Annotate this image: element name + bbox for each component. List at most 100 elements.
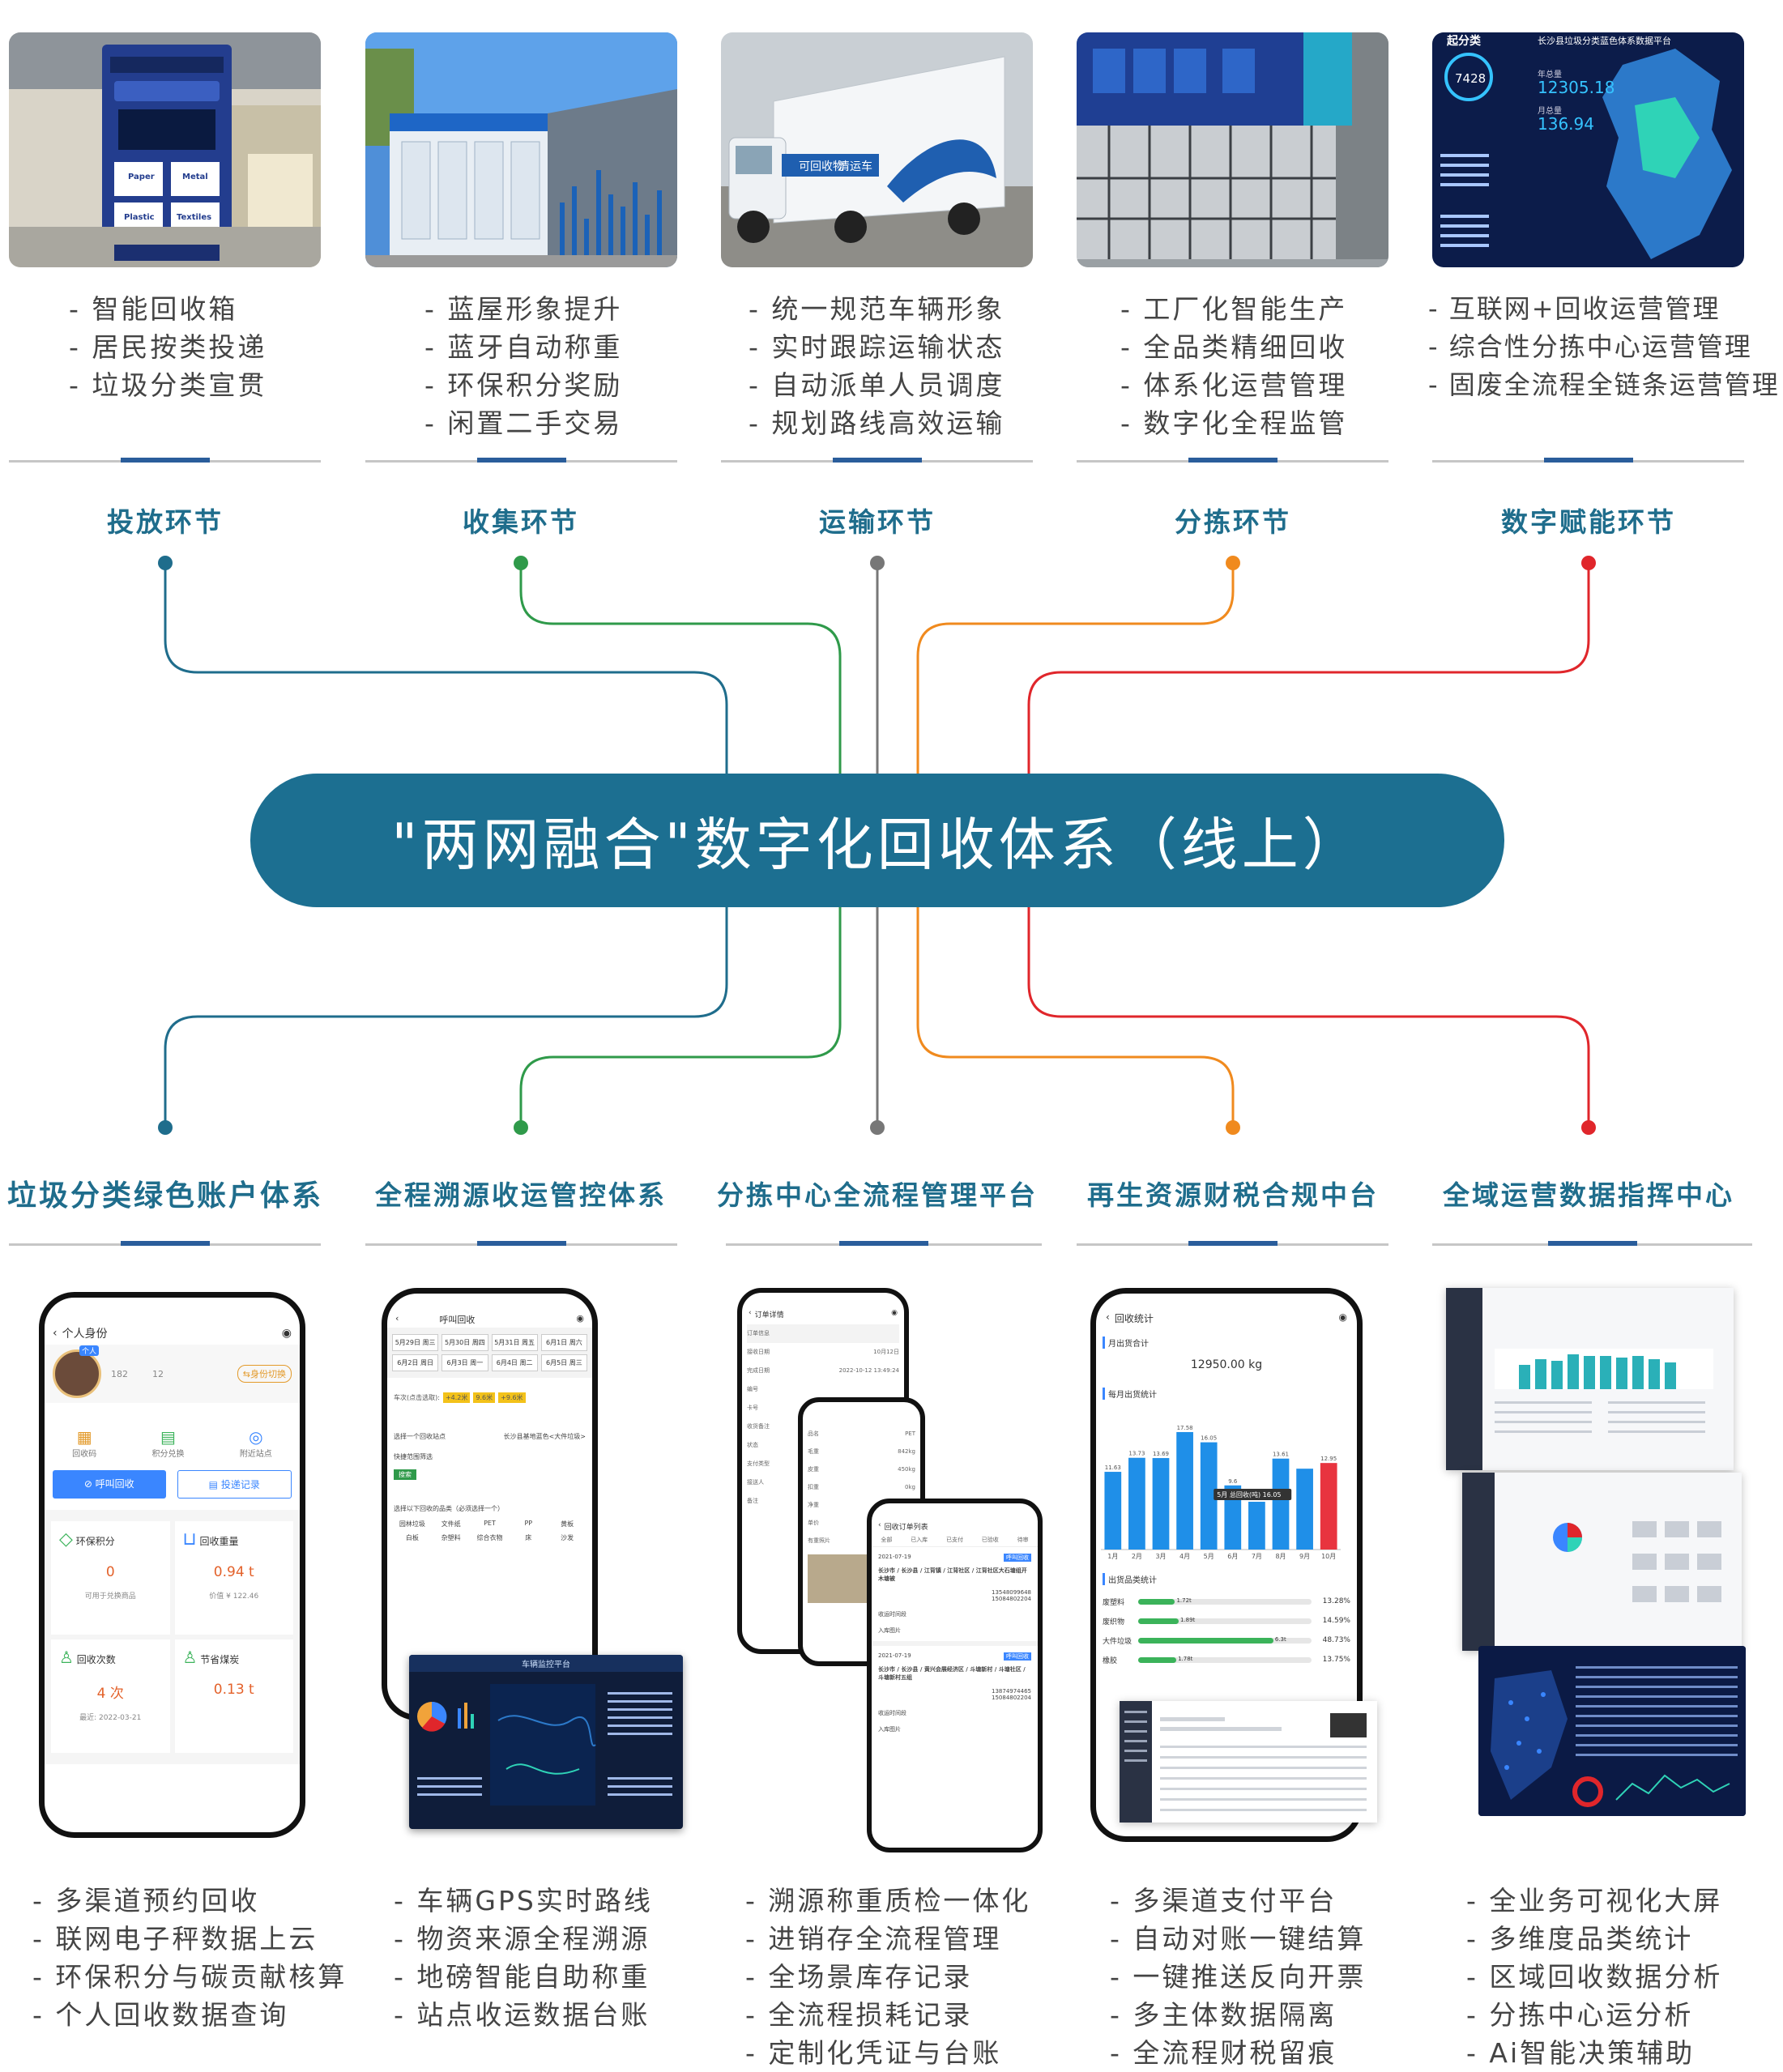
connector-bottom-1 — [164, 907, 728, 1128]
card-label: 回收重量 — [199, 1536, 239, 1547]
date-option[interactable]: 6月3日 周一 — [441, 1354, 488, 1371]
screen-title: 个人身份 — [62, 1328, 108, 1341]
feature-item: - 全流程损耗记录 — [745, 1999, 973, 2031]
slot-option[interactable]: +9.6米 — [498, 1392, 526, 1403]
feature-item: - 数字化全程监管 — [1120, 407, 1348, 439]
type-option[interactable]: 杂塑料 — [441, 1534, 461, 1541]
personal-account-app: ‹ 个人身份 ◉ 个人 182 12 ⇆身份切换 ▦回收码 ▤积分兑换 ◎附近站… — [39, 1292, 305, 1838]
feature-item: - 一键推送反向开票 — [1110, 1961, 1367, 1993]
close-icon[interactable]: ◉ — [1338, 1311, 1347, 1323]
row-value: 0kg — [905, 1484, 915, 1490]
tab-all[interactable]: 全部 — [881, 1537, 893, 1543]
search-button[interactable]: 搜索 — [394, 1469, 416, 1480]
icon-label: 附近站点 — [239, 1450, 272, 1459]
nearby-station-button[interactable]: ◎附近站点 — [240, 1427, 272, 1459]
close-icon[interactable]: ◉ — [576, 1313, 584, 1324]
node-dot — [514, 1120, 528, 1135]
row-value: 842kg — [898, 1448, 915, 1455]
category-track: 1.89t — [1138, 1616, 1312, 1624]
badge: 个人 — [79, 1345, 99, 1356]
type-option[interactable]: 白板 — [405, 1534, 419, 1541]
date-option[interactable]: 5月31日 周五 — [491, 1334, 538, 1351]
section-title: 每月出货统计 — [1103, 1388, 1350, 1400]
category-percent: 13.28% — [1322, 1597, 1350, 1605]
card-label: 回收次数 — [76, 1654, 116, 1665]
dashboard-title: 车辆监控平台 — [409, 1655, 683, 1672]
bar — [1152, 1458, 1170, 1550]
close-icon[interactable]: ◉ — [281, 1327, 292, 1340]
back-icon[interactable]: ‹ — [395, 1313, 399, 1324]
wallet-icon: ▤ — [160, 1427, 176, 1447]
back-icon[interactable]: ‹ — [878, 1521, 881, 1529]
order-address: 长沙市 / 长沙县 / 江背镇 / 江背社区 / 江背社区大石塘组开木塘被 — [878, 1567, 1027, 1582]
switch-identity-button[interactable]: ⇆身份切换 — [237, 1365, 292, 1383]
date-option[interactable]: 6月4日 周二 — [491, 1354, 538, 1371]
type-option[interactable]: 黄板 — [561, 1520, 574, 1528]
back-icon[interactable]: ‹ — [53, 1327, 58, 1340]
back-icon[interactable]: ‹ — [1106, 1311, 1110, 1323]
divider — [365, 1241, 677, 1246]
order-phone: 15084802204 — [992, 1596, 1031, 1602]
type-option[interactable]: 床 — [525, 1534, 532, 1541]
connector-top-4 — [916, 563, 1235, 774]
date-option[interactable]: 5月30日 周四 — [441, 1334, 488, 1351]
card-sub: 最近: 2022-03-21 — [79, 1714, 142, 1722]
feature-item: - 闲置二手交易 — [424, 407, 623, 439]
feature-item: - 固废全流程全链条运营管理 — [1428, 369, 1780, 400]
avatar: 个人 — [53, 1345, 101, 1398]
recycle-code-button[interactable]: ▦回收码 — [72, 1427, 96, 1459]
delivery-records-button[interactable]: ▤ 投递记录 — [177, 1470, 292, 1499]
date-option[interactable]: 6月2日 周日 — [392, 1354, 439, 1371]
node-dot — [1226, 1120, 1240, 1135]
type-option[interactable]: PP — [524, 1520, 533, 1527]
category-name: 废织物 — [1103, 1618, 1125, 1626]
call-recycle-button[interactable]: ⊘ 呼叫回收 — [53, 1470, 166, 1499]
tab-stored[interactable]: 已入库 — [911, 1537, 928, 1543]
date-option[interactable]: 6月5日 周三 — [540, 1354, 587, 1371]
feature-item: - 规划路线高效运输 — [749, 407, 1005, 439]
points-exchange-button[interactable]: ▤ 积分兑换 — [151, 1427, 184, 1459]
tab-pending[interactable]: 待审 — [1017, 1537, 1029, 1543]
type-option[interactable]: PET — [484, 1520, 496, 1527]
tab-checked[interactable]: 已验收 — [981, 1537, 999, 1543]
node-dot — [870, 1120, 885, 1135]
stat-card: ◇ 环保积分 0 可用于兑换商品 — [51, 1521, 170, 1635]
tab-paid[interactable]: 已支付 — [945, 1537, 963, 1543]
type-option[interactable]: 文件纸 — [441, 1520, 461, 1528]
stat-card: ♙ 节省煤炭 0.13 t — [174, 1639, 293, 1753]
close-icon[interactable]: ◉ — [891, 1309, 898, 1317]
category-value: 6.3t — [1274, 1635, 1286, 1643]
card-label: 节省煤炭 — [200, 1654, 240, 1665]
divider — [721, 458, 1033, 463]
category-value: 1.89t — [1179, 1616, 1196, 1623]
date-option[interactable]: 5月29日 周三 — [392, 1334, 439, 1351]
type-option[interactable]: 沙发 — [561, 1534, 574, 1541]
feature-item: - 地磅智能自助称重 — [394, 1961, 650, 1993]
date-option[interactable]: 6月1日 周六 — [540, 1334, 587, 1351]
type-option[interactable]: 综合衣物 — [476, 1534, 503, 1541]
field-label: 接送人 — [747, 1479, 764, 1486]
truck-label: 可回收物 — [799, 160, 844, 173]
tick-label: 6月 — [1227, 1553, 1238, 1560]
feature-list-command: - 全业务可视化大屏 - 多维度品类统计 - 区域回收数据分析 - 分拣中心运分… — [1466, 1882, 1722, 2072]
tick-label: 4月 — [1179, 1553, 1190, 1560]
type-option[interactable]: 园林垃圾 — [399, 1520, 425, 1528]
slot-option[interactable]: +4.2米 — [442, 1392, 471, 1403]
feature-item: - 多主体数据隔离 — [1110, 1999, 1337, 2031]
bar — [1224, 1485, 1242, 1550]
slot-option[interactable]: 9.6米 — [473, 1392, 496, 1403]
back-icon[interactable]: ‹ — [749, 1309, 752, 1317]
field-label: 订单信息 — [747, 1324, 899, 1343]
feature-list-transport: - 统一规范车辆形象 - 实时跟踪运输状态 - 自动派单人员调度 - 规划路线高… — [749, 290, 1005, 442]
station-select[interactable]: 长沙县基地蓝色<大件垃圾> — [503, 1433, 586, 1440]
feature-item: - 站点收运数据台账 — [394, 1999, 650, 2031]
photo-label-plastic: Plastic — [124, 213, 155, 222]
order-field: 收运时间段 — [878, 1710, 906, 1716]
icon-label: 积分兑换 — [151, 1450, 185, 1459]
feature-item: - 垃圾分类宣贯 — [69, 369, 267, 401]
node-dot — [158, 556, 173, 570]
feature-item: - 多渠道预约回收 — [32, 1885, 260, 1916]
